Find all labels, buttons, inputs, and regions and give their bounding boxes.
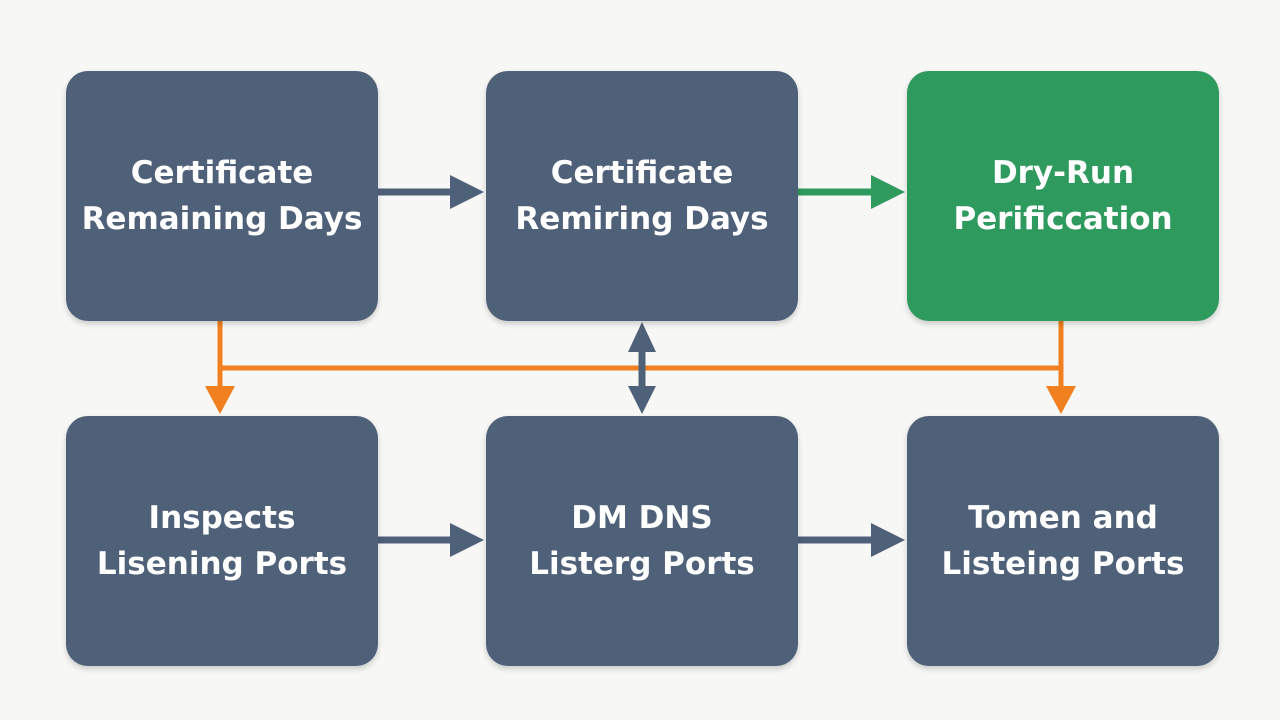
node-label-line1: Tomen and — [968, 500, 1158, 536]
node-dm-dns-listerg-ports[interactable]: DM DNS Listerg Ports — [486, 416, 798, 666]
node-certificate-remaining-days[interactable]: Certificate Remaining Days — [66, 71, 378, 321]
node-label-line1: Dry-Run — [991, 155, 1135, 191]
arrow-node4-to-node5 — [378, 523, 484, 557]
node-label-line1: Certificate — [550, 155, 734, 191]
arrow-down-to-node6 — [1046, 386, 1076, 414]
arrow-down-to-node4 — [205, 386, 235, 414]
node-tomen-and-listeing-ports[interactable]: Tomen and Listeing Ports — [907, 416, 1219, 666]
node-label-line2: Listeing Ports — [941, 546, 1185, 582]
node-label-line2: Remiring Days — [515, 201, 769, 237]
node-certificate-remiring-days[interactable]: Certificate Remiring Days — [486, 71, 798, 321]
node-label-line1: Inspects — [148, 500, 296, 536]
arrow-node2-node5-bidirectional — [628, 322, 656, 414]
arrow-node2-to-node3 — [798, 175, 905, 209]
node-label-line1: DM DNS — [571, 500, 713, 536]
node-label-line1: Certificate — [130, 155, 314, 191]
arrow-node5-to-node6 — [798, 523, 905, 557]
node-label-line2: Lisening Ports — [96, 546, 348, 582]
node-inspects-lisening-ports[interactable]: Inspects Lisening Ports — [66, 416, 378, 666]
node-dry-run-perificcation[interactable]: Dry-Run Perificcation — [907, 71, 1219, 321]
node-label-line2: Perificcation — [953, 201, 1173, 237]
arrow-node1-to-node2 — [378, 175, 484, 209]
node-label-line2: Listerg Ports — [529, 546, 755, 582]
node-label-line2: Remaining Days — [81, 201, 363, 237]
